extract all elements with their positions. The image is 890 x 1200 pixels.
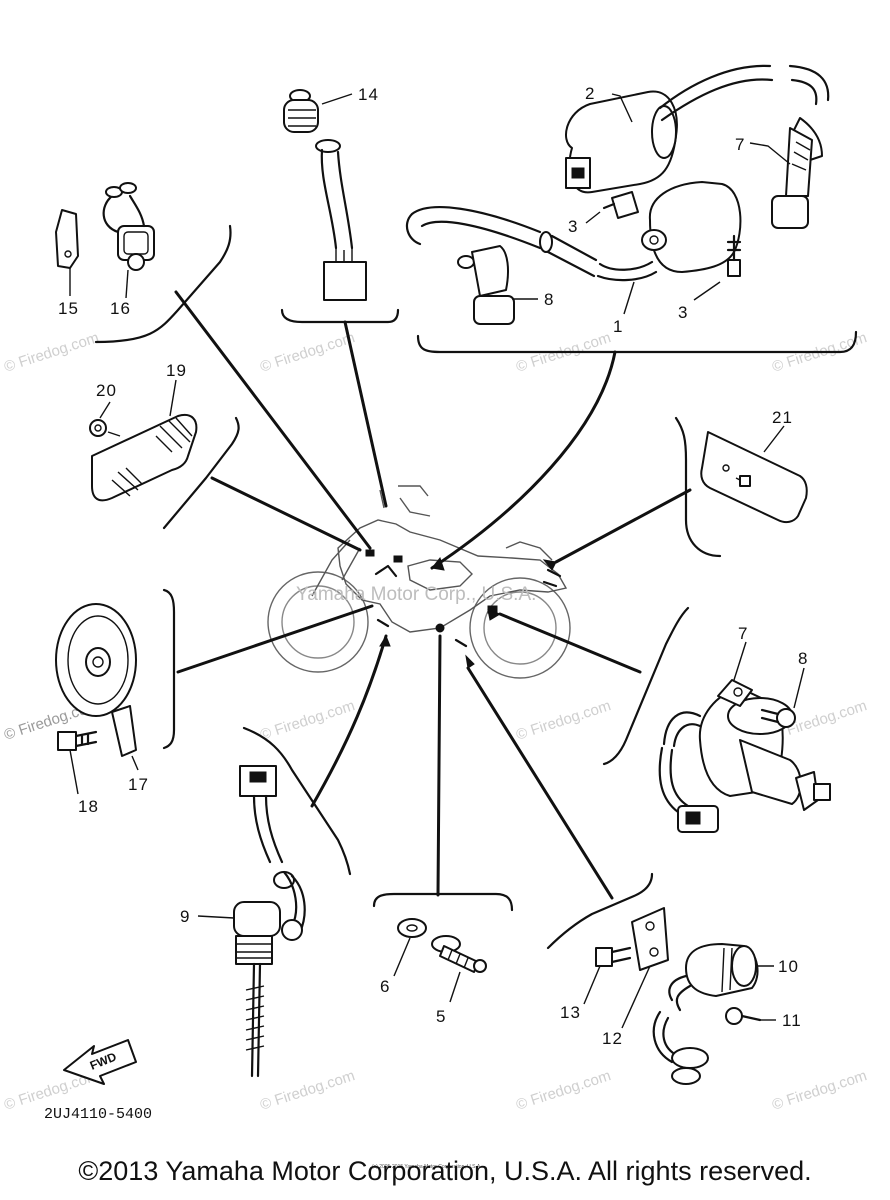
copyright-footer: ©2013 Yamaha Motor Corporation, U.S.A. A… — [78, 1156, 812, 1186]
leader-lines — [174, 290, 692, 900]
bike-watermark: Yamaha Motor Corp., U.S.A. — [296, 584, 536, 605]
part-3-screws — [602, 191, 742, 277]
callout-6: 6 — [380, 977, 390, 996]
part-4-plug-cap-right — [771, 117, 823, 229]
watermark: © Firedog.com — [514, 697, 613, 744]
watermark: © Firedog.com — [258, 697, 357, 744]
part-17-horn — [55, 603, 137, 757]
part-16-bracket — [55, 209, 79, 269]
part-2-ignition-coil — [565, 64, 830, 194]
part-15-relay — [102, 182, 155, 271]
part-21-reflector — [700, 431, 808, 524]
part-code: 2UJ4110-5400 — [44, 1106, 152, 1123]
watermark: © Firedog.com — [258, 1067, 357, 1114]
part-20-nut — [89, 419, 121, 437]
callout-3: 3 — [568, 217, 578, 236]
part-7-main-switch — [658, 679, 831, 833]
part-10-solenoid — [652, 943, 759, 1085]
part-9-sensor — [233, 765, 306, 1078]
group-brackets — [94, 224, 858, 950]
callout-4: 7 — [735, 135, 745, 154]
callout-4: 8 — [544, 290, 554, 309]
motorcycle-outline: Yamaha Motor Corp., U.S.A. — [267, 485, 571, 679]
part-1-ignition-coil — [405, 181, 742, 282]
callout-19: 19 — [166, 361, 187, 380]
part-14-switch — [283, 89, 367, 301]
callout-18: 18 — [78, 797, 99, 816]
watermark: © Firedog.com — [2, 329, 101, 376]
callout-21: 21 — [772, 408, 793, 427]
small-copyright-notice: (c) 2005-2015 Yamaha Motor Corporation, … — [372, 1164, 482, 1170]
callout-20: 20 — [96, 381, 117, 400]
part-18-bolt — [57, 730, 98, 751]
callout-2: 2 — [585, 84, 595, 103]
callout-11: 11 — [782, 1011, 802, 1030]
callout-17: 17 — [128, 775, 149, 794]
callout-8: 8 — [798, 649, 808, 668]
callout-1: 1 — [613, 317, 623, 336]
callout-10: 10 — [778, 957, 799, 976]
callout-9: 9 — [180, 907, 190, 926]
callout-15: 16 — [110, 299, 131, 318]
part-5-screw — [431, 935, 487, 973]
callout-16: 15 — [58, 299, 79, 318]
part-12-bracket — [631, 907, 669, 971]
callout-7: 7 — [738, 624, 748, 643]
watermark: © Firedog.com — [514, 1067, 613, 1114]
watermark: © Firedog.com — [770, 1067, 869, 1114]
part-4-plug-cap-left — [457, 245, 515, 325]
callout-14: 14 — [358, 85, 379, 104]
callout-numbers: 2 7 3 8 1 3 14 15 16 20 19 21 7 8 17 18 — [58, 84, 808, 1048]
watermark: © Firedog.com — [258, 329, 357, 376]
part-8-bolt — [760, 708, 796, 728]
part-11-screw — [725, 1007, 762, 1025]
fwd-arrow-icon: FWD — [63, 1039, 137, 1085]
callout-13: 13 — [560, 1003, 581, 1022]
part-13-bolt — [595, 946, 632, 967]
part-19-reflector — [91, 414, 198, 502]
callout-12: 12 — [602, 1029, 623, 1048]
part-6-washer — [397, 918, 427, 938]
callout-3: 3 — [678, 303, 688, 322]
callout-5: 5 — [436, 1007, 446, 1026]
